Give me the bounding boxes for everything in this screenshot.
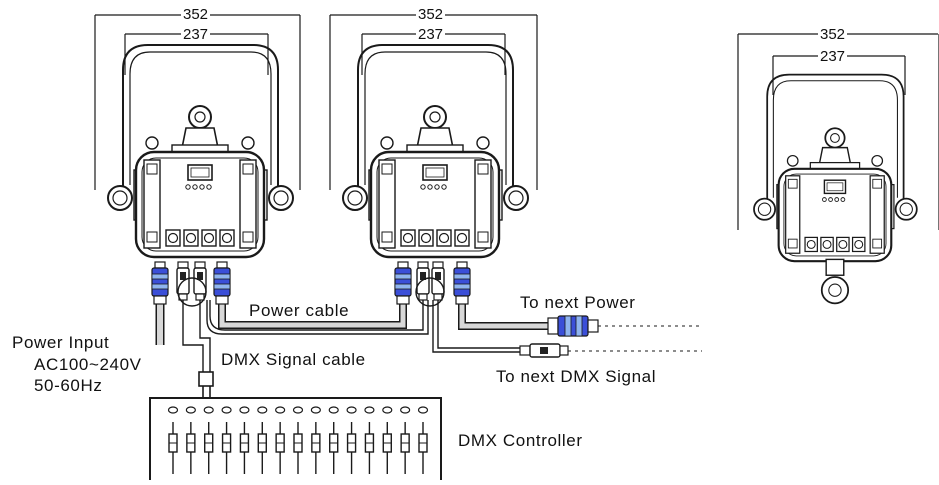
dmx-cable-to-next [432,300,520,353]
dim-inner-left: 237 [181,26,211,43]
label-power-input-freq: 50-60Hz [34,376,103,395]
cable-loop-middle [415,277,445,307]
label-to-next-power: To next Power [520,293,636,312]
dim-outer-left: 352 [181,6,211,23]
controller-link [198,371,214,398]
fixture-middle [341,43,530,259]
powercon-in-middle [394,261,412,305]
powercon-out-left [213,261,231,305]
fader-channel-11 [346,406,357,474]
xlr-in-middle [416,261,430,301]
fader-channel-2 [185,406,196,474]
fader-channel-3 [203,406,214,474]
label-power-input-voltage: AC100~240V [34,355,142,374]
label-to-next-dmx: To next DMX Signal [496,367,657,386]
fader-channel-4 [221,406,232,474]
dmx-controller-device [149,397,442,480]
cable-loop-left [177,277,207,307]
fixture-left [106,43,295,259]
fader-channel-14 [400,406,411,474]
xlr-plug-next [519,343,569,358]
label-dmx-controller: DMX Controller [458,431,583,450]
power-cable-between-fixtures [218,296,407,329]
fader-channel-12 [364,406,375,474]
fader-channel-15 [417,406,429,474]
fader-channel-8 [292,406,304,474]
fader-channel-6 [257,406,268,474]
power-cable-to-next [458,298,548,330]
powercon-plug-next [547,315,599,337]
dim-inner-right: 237 [818,48,848,65]
label-power-input-title: Power Input [12,333,110,352]
label-power-cable: Power cable [249,301,350,320]
dim-outer-right: 352 [818,26,848,43]
fixture-right [752,73,918,305]
controller-faders [167,406,429,474]
dim-inner-middle: 237 [416,26,446,43]
label-dmx-signal-cable: DMX Signal cable [221,350,366,369]
fader-channel-5 [239,406,250,474]
fader-channel-9 [310,406,321,474]
dmx-cable-between-fixtures [182,300,429,372]
fader-channel-10 [328,406,339,474]
fader-channel-1 [167,406,179,474]
powercon-in-left [151,261,169,305]
powercon-out-middle [453,261,471,305]
fader-channel-7 [275,406,286,474]
fader-channel-13 [382,406,393,474]
dim-outer-middle: 352 [416,6,446,23]
